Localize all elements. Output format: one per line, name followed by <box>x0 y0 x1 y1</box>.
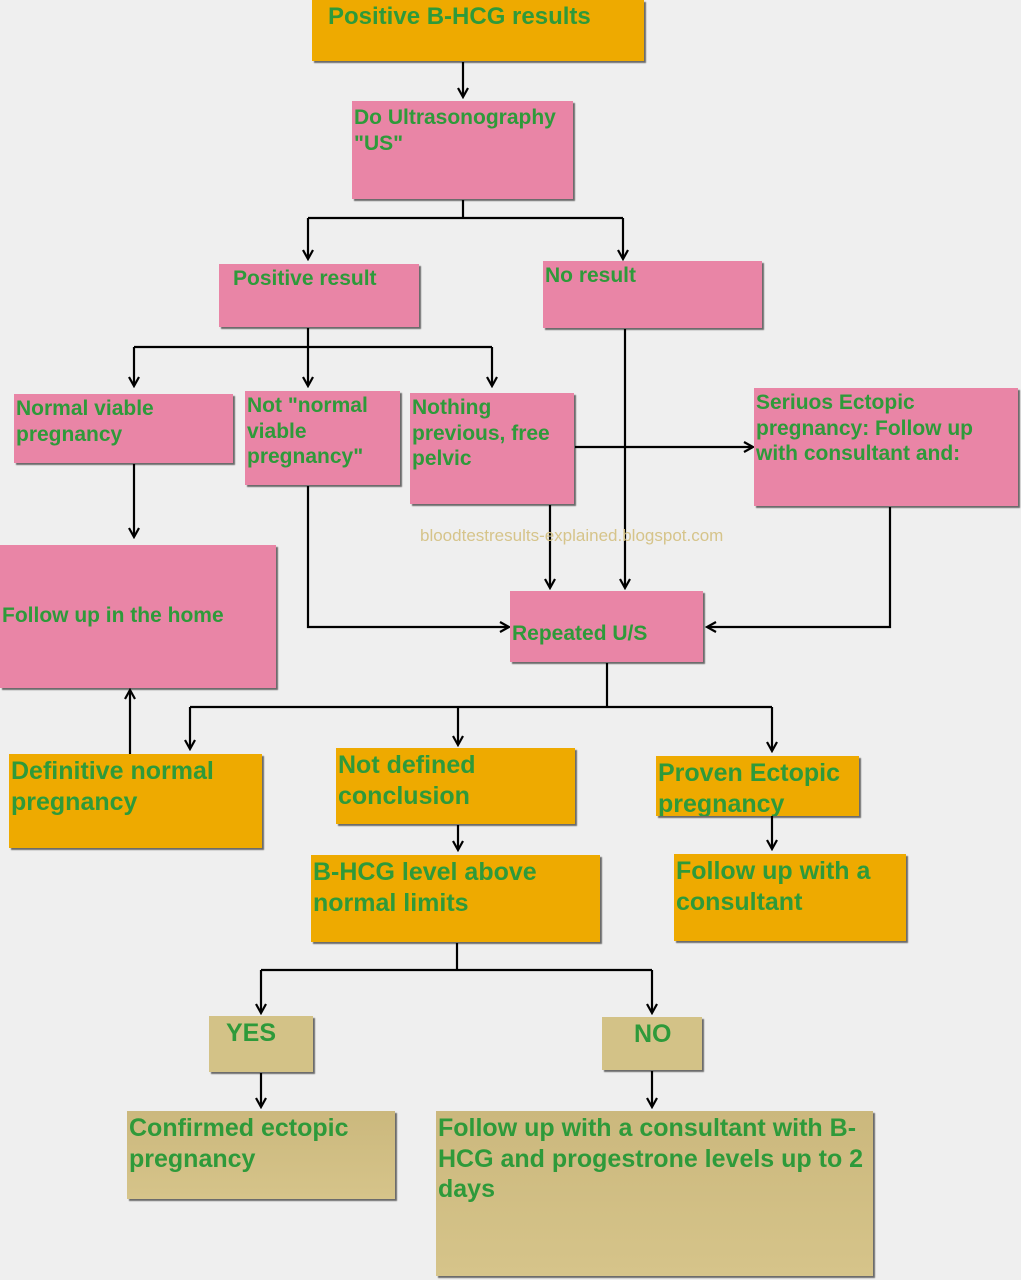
node-follow-up-home: Follow up in the home <box>0 545 276 688</box>
watermark-text: bloodtestresults-explained.blogspot.com <box>420 526 724 545</box>
node-positive-result: Positive result <box>219 264 419 327</box>
node-repeated-us: Repeated U/S <box>510 591 703 662</box>
node-serious-ectopic: Seriuos Ectopic pregnancy: Follow up wit… <box>754 388 1018 506</box>
node-ultrasonography: Do Ultrasonography "US" <box>352 101 573 199</box>
node-normal-viable-pregnancy: Normal viable pregnancy <box>14 394 233 463</box>
node-title: Positive B-HCG results <box>312 0 644 61</box>
node-not-defined: Not defined conclusion <box>336 748 575 824</box>
node-not-normal-viable: Not "normal viable pregnancy" <box>245 391 400 485</box>
node-proven-ectopic: Proven Ectopic pregnancy <box>656 756 859 816</box>
node-bhcg-level: B-HCG level above normal limits <box>311 855 600 942</box>
node-confirmed-ectopic: Confirmed ectopic pregnancy <box>127 1111 395 1199</box>
node-no: NO <box>602 1017 702 1070</box>
node-no-result: No result <box>543 261 762 328</box>
node-follow-up-consultant: Follow up with a consultant <box>674 854 906 941</box>
node-definitive-normal: Definitive normal pregnancy <box>9 754 262 848</box>
node-final-follow-up: Follow up with a consultant with B-HCG a… <box>436 1111 873 1276</box>
node-nothing-previous: Nothing previous, free pelvic <box>410 393 574 504</box>
node-yes: YES <box>209 1016 313 1072</box>
